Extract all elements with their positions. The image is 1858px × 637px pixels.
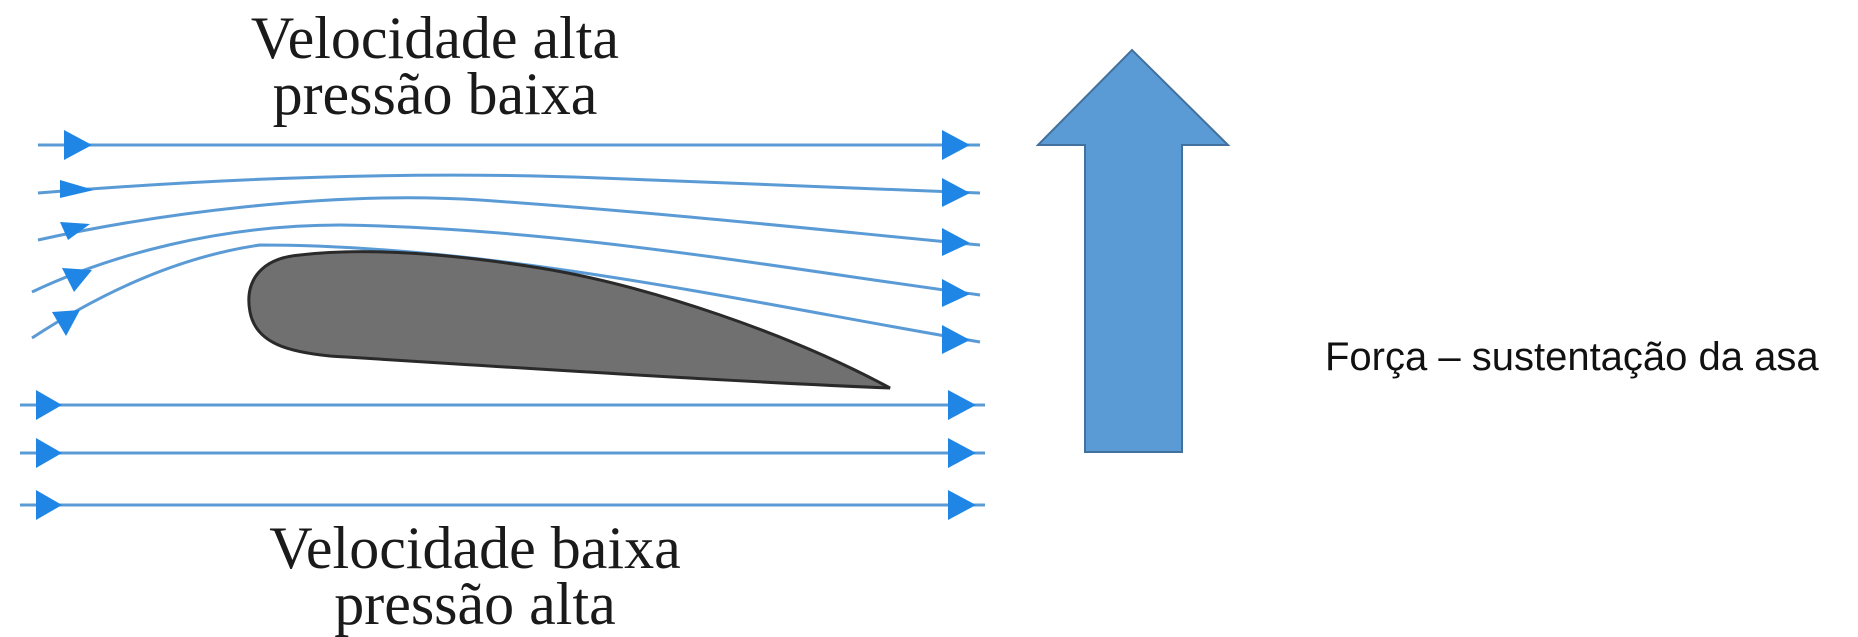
lower-zone-velocity: Velocidade baixa <box>269 515 681 581</box>
streamline-upper-3 <box>37 196 981 247</box>
streamline-upper-2 <box>37 173 981 195</box>
arrowhead-right-1 <box>942 130 970 160</box>
lift-arrow <box>1035 48 1231 453</box>
arrowhead-left-2 <box>60 180 94 198</box>
arrowhead-left-4 <box>62 268 92 292</box>
arrowhead-left-3 <box>60 222 90 240</box>
arrowhead-left-5 <box>52 310 80 336</box>
streamline-upper-5 <box>31 243 981 344</box>
arrowhead-left-8 <box>36 490 62 520</box>
arrowhead-right-4 <box>942 279 970 307</box>
lift-force-label: Força – sustentação da asa <box>1325 335 1819 379</box>
streamlines <box>20 143 985 507</box>
upper-zone-label: Velocidade alta pressão baixa <box>220 5 650 127</box>
airfoil-wing-profile <box>247 250 891 390</box>
arrowhead-left-6 <box>36 390 62 420</box>
upper-zone-pressure: pressão baixa <box>272 61 598 127</box>
arrowhead-right-3 <box>942 228 970 256</box>
arrowhead-right-5 <box>942 325 970 354</box>
arrowhead-right-7 <box>948 438 976 468</box>
arrowhead-left-7 <box>36 438 62 468</box>
upper-zone-velocity: Velocidade alta <box>250 5 620 71</box>
lower-zone-pressure: pressão alta <box>334 571 616 637</box>
arrowhead-left-1 <box>64 130 92 160</box>
lower-zone-label: Velocidade baixa pressão alta <box>260 515 690 637</box>
arrowhead-right-8 <box>948 490 976 520</box>
flow-arrowheads <box>36 130 976 520</box>
streamline-upper-4 <box>31 223 981 297</box>
arrowhead-right-6 <box>948 390 976 420</box>
arrowhead-right-2 <box>942 178 970 207</box>
